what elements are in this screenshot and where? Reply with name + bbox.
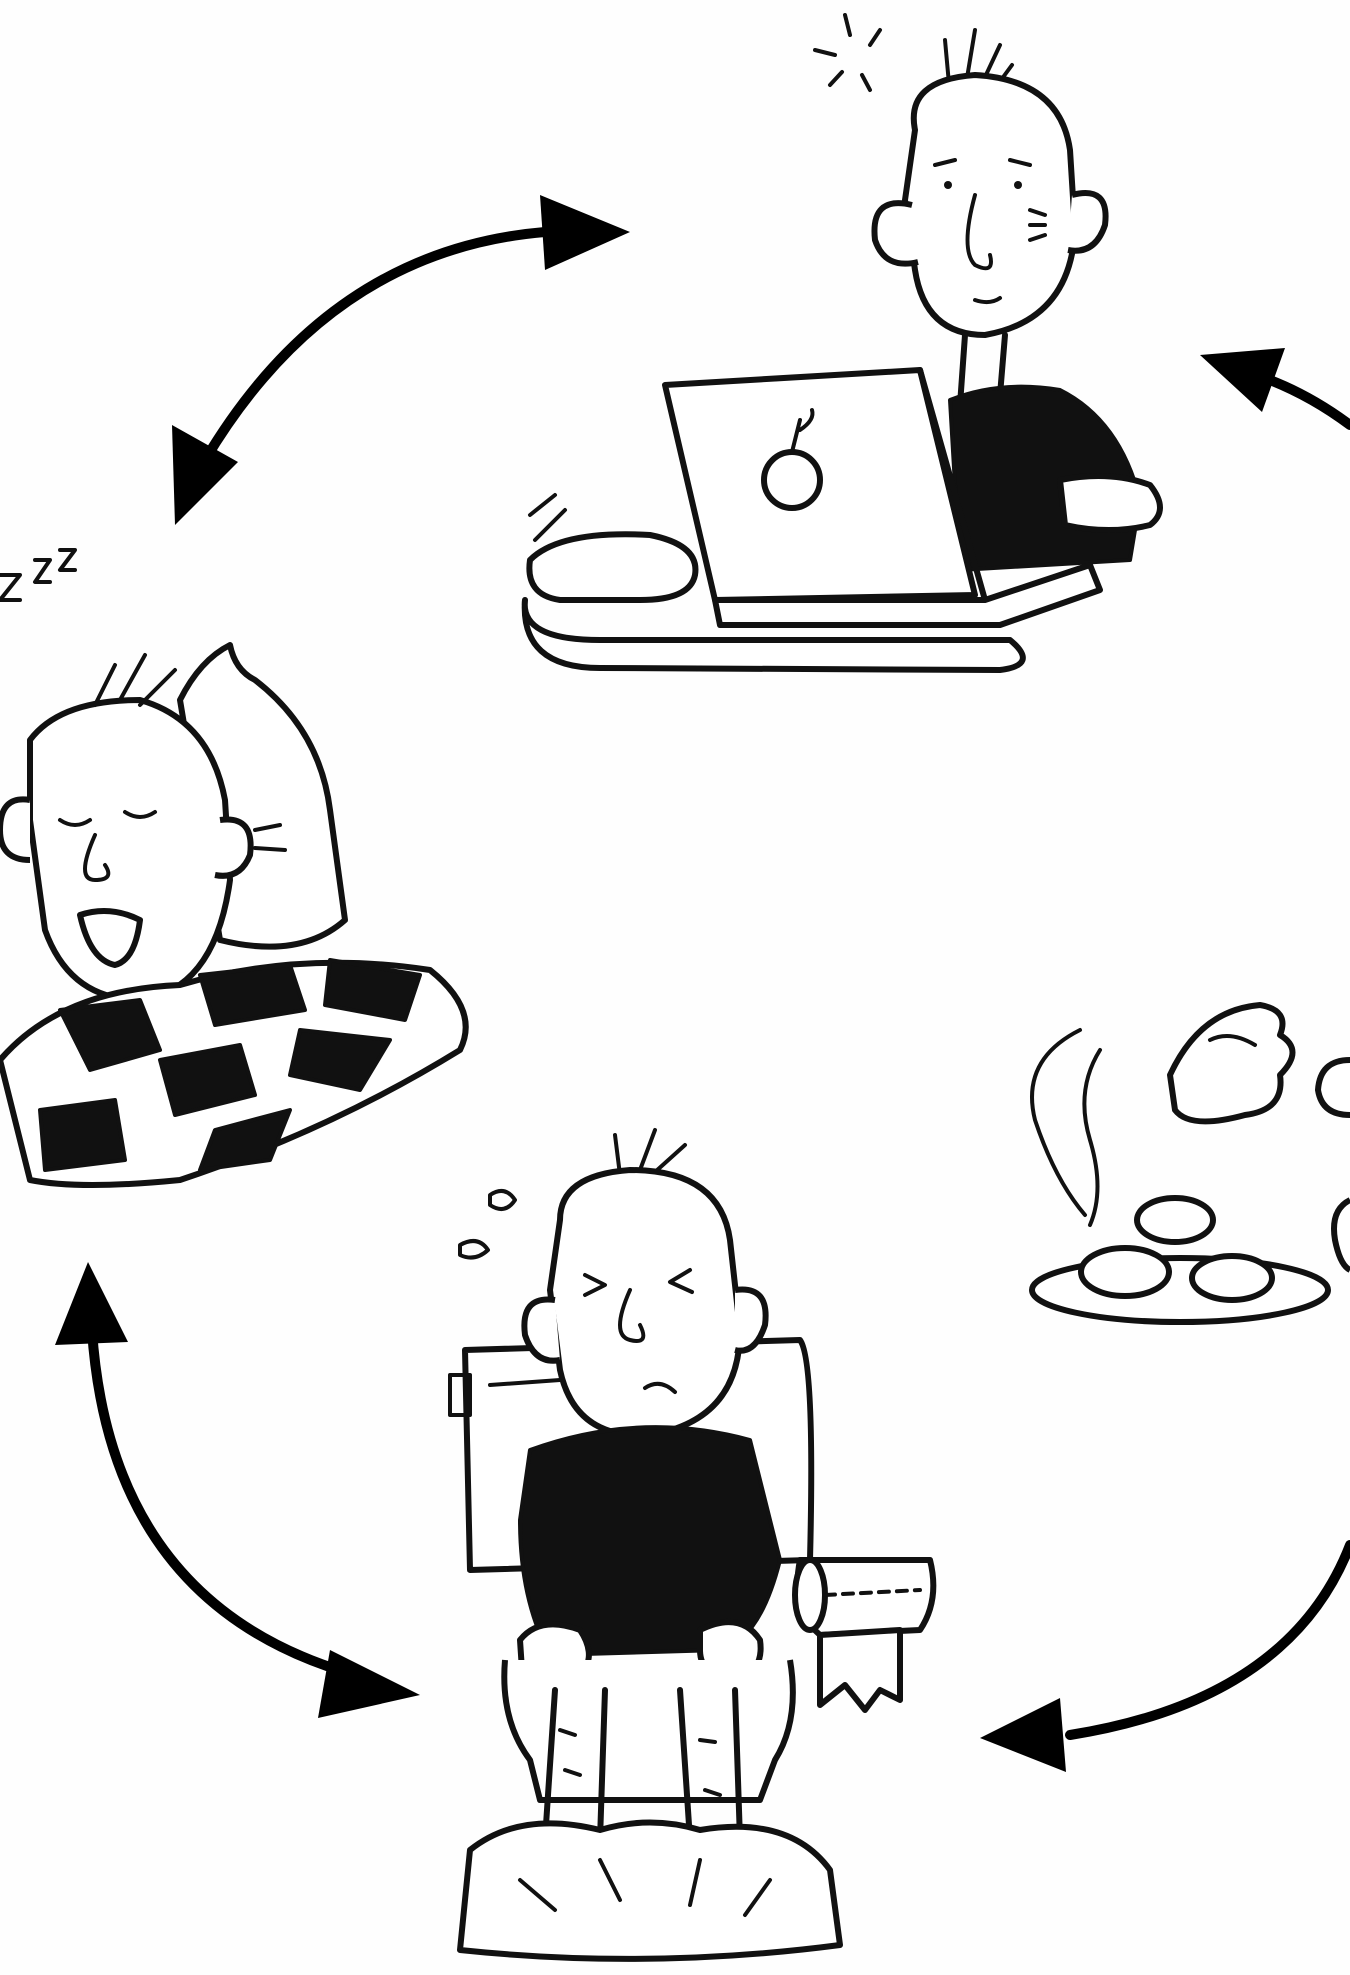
person-sleeping-icon xyxy=(0,550,466,1185)
arrow-eat-computer xyxy=(1200,348,1350,425)
person-at-laptop-icon xyxy=(525,15,1160,670)
arrow-sleep-computer xyxy=(172,195,630,525)
person-on-toilet-icon xyxy=(450,1130,933,1959)
arrow-toilet-sleep xyxy=(55,1262,420,1718)
arrow-eat-toilet xyxy=(980,1545,1350,1772)
food-plate-icon xyxy=(1032,1005,1350,1322)
